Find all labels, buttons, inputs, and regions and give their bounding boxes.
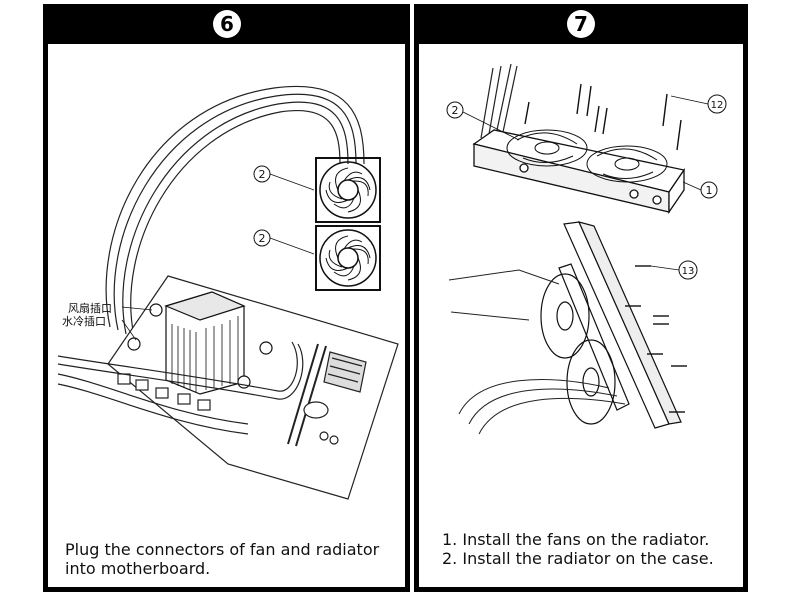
radiator-fans [506, 129, 668, 183]
step-6-caption-line-2: into motherboard. [65, 559, 211, 578]
step-7-caption: 1. Install the fans on the radiator. 2. … [442, 530, 714, 568]
step-6-caption-line-1: Plug the connectors of fan and radiator [65, 540, 380, 559]
callout-radiator-number: 1 [706, 184, 713, 197]
step-7-caption-line-2: 2. Install the radiator on the case. [442, 549, 714, 568]
step-7-panel: 7 [414, 4, 748, 592]
callout-fan-2-number: 2 [259, 232, 266, 245]
screws-12 [524, 83, 682, 151]
callout-fans: 2 [446, 101, 520, 141]
callout-screws-number: 12 [711, 100, 724, 111]
pump-connector-label: 水冷插口 [62, 314, 106, 328]
step-6-content: 2 2 [48, 44, 405, 587]
callout-fan-1-number: 2 [259, 168, 266, 181]
step-7-illustration: 2 12 1 [446, 63, 727, 435]
radiator [472, 129, 686, 215]
mounted-radiator [540, 263, 630, 425]
step-6-illustration: 2 2 [57, 85, 399, 500]
water-tubes [105, 85, 365, 337]
step-7-number: 7 [567, 10, 595, 38]
step-6-panel: 6 [43, 4, 410, 592]
step-7-content: 2 12 1 [419, 44, 743, 587]
callout-radiator: 1 [682, 181, 718, 199]
callout-fan-1: 2 [253, 165, 315, 191]
case-panel [563, 221, 682, 429]
step-7-caption-line-1: 1. Install the fans on the radiator. [442, 530, 710, 549]
callout-screws: 12 [670, 94, 727, 114]
fan-bottom [315, 225, 381, 291]
step-6-caption: Plug the connectors of fan and radiator … [65, 540, 379, 578]
callout-fan-2: 2 [253, 229, 315, 255]
callout-fans-number: 2 [452, 104, 459, 117]
callout-case-screws: 13 [650, 260, 698, 280]
pump-cooler [127, 291, 273, 395]
callout-case-screws-number: 13 [682, 266, 695, 277]
step-6-number: 6 [213, 10, 241, 38]
fan-top [315, 157, 381, 223]
fan-connector-label: 风扇插口 [68, 301, 112, 315]
